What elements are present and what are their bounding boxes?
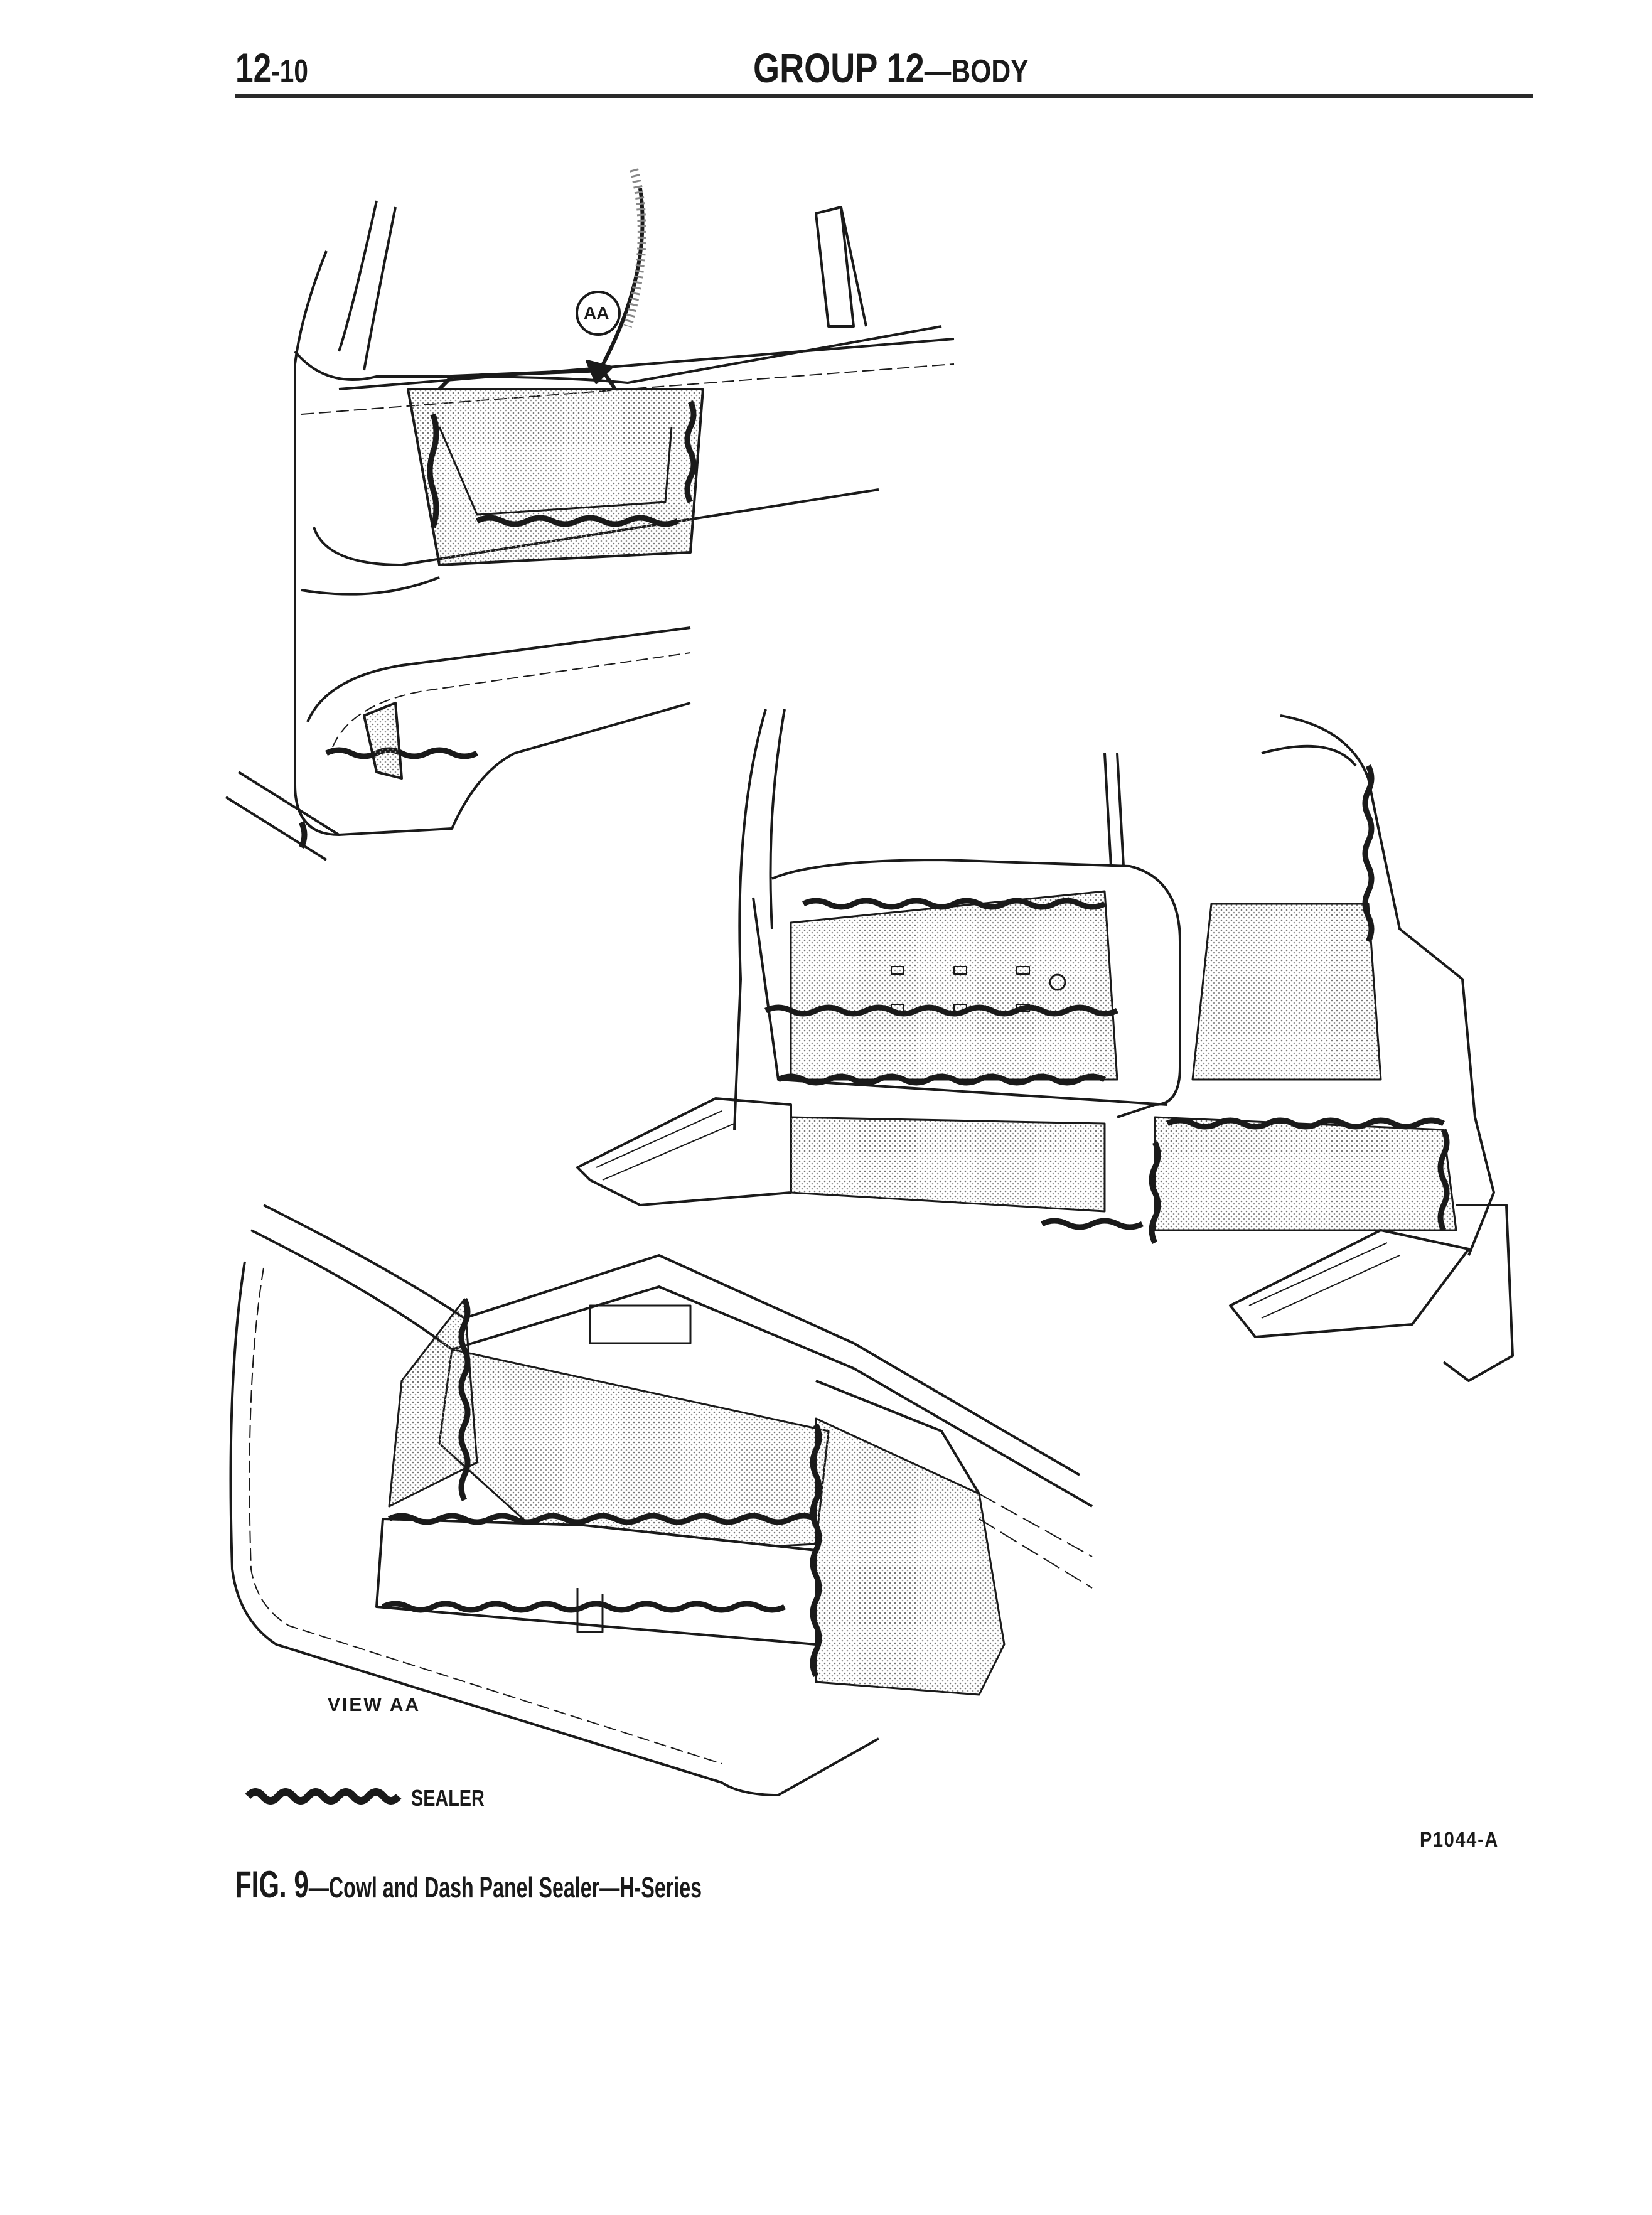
- cowl-top-view: [225, 168, 955, 861]
- caption-text: —Cowl and Dash Panel Sealer—H-Series: [308, 1871, 702, 1904]
- group-title-main: GROUP 12: [753, 45, 925, 91]
- page-number: 12-10: [235, 44, 308, 92]
- caption-number: FIG. 9: [235, 1864, 309, 1906]
- header-rule: [235, 94, 1533, 98]
- group-title: GROUP 12—BODY: [753, 44, 1029, 92]
- figure-caption: FIG. 9—Cowl and Dash Panel Sealer—H-Seri…: [235, 1863, 702, 1906]
- sealer-legend-icon: [245, 1788, 402, 1805]
- page-number-major: 12: [235, 45, 272, 91]
- group-title-sub: —BODY: [924, 53, 1029, 90]
- view-aa-label: VIEW AA: [328, 1695, 421, 1715]
- callout-circle: [576, 291, 621, 336]
- sealer-legend-label: SEALER: [411, 1785, 485, 1811]
- view-aa-drawing: [229, 1204, 1093, 1796]
- page-number-minor: -10: [271, 53, 308, 90]
- dash-panel-view: [576, 709, 1514, 1382]
- callout-aa-label: AA: [584, 303, 609, 323]
- figure-code: P1044-A: [1420, 1828, 1499, 1852]
